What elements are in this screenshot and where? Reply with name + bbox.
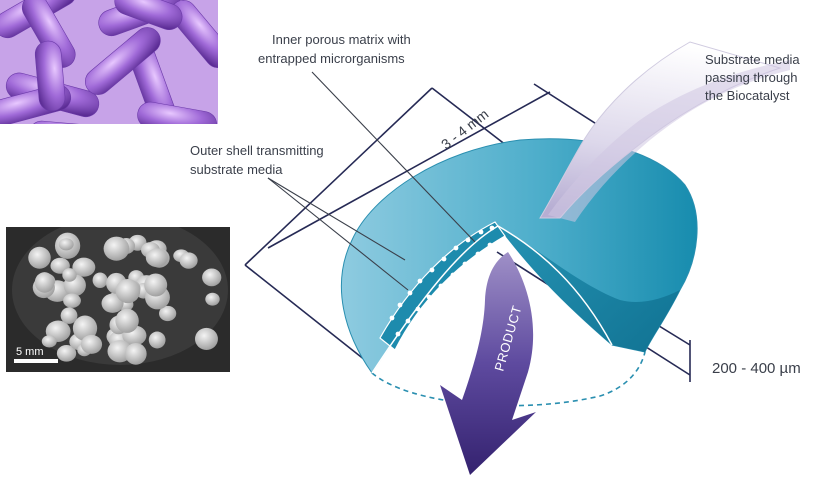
microorganism-dot — [417, 278, 423, 284]
bead — [72, 257, 96, 277]
microorganism-dot — [437, 303, 443, 309]
microorganism-dot — [462, 261, 468, 267]
bead — [41, 335, 57, 348]
bacteria-image — [0, 0, 218, 124]
bacterium-rod — [85, 27, 161, 95]
microorganism-dot — [389, 315, 395, 321]
microorganism-dot — [429, 267, 435, 273]
microorganism-dot — [425, 315, 431, 321]
microorganism-dot — [465, 237, 471, 243]
bacterium-rod — [21, 0, 76, 68]
scale-bar-label: 5 mm — [16, 346, 44, 358]
microorganism-dot — [453, 245, 459, 251]
bacterium-rod — [170, 0, 218, 68]
bead — [159, 305, 177, 322]
thickness-label: 200 - 400 µm — [712, 360, 801, 377]
scale-bar — [14, 359, 58, 363]
bead — [58, 238, 74, 251]
bead — [148, 331, 166, 349]
microorganism-dot — [475, 251, 481, 257]
microorganism-dot — [461, 282, 467, 288]
microorganism-dot — [449, 292, 455, 298]
microorganism-dot — [403, 340, 409, 346]
bead — [115, 279, 141, 304]
microorganism-dot — [397, 302, 403, 308]
bead — [194, 327, 218, 350]
substrate-arrow-body — [548, 60, 790, 222]
inner-matrix-label-1: Inner porous matrix with — [272, 32, 411, 47]
bacterium-rod — [137, 101, 218, 124]
bead — [145, 248, 168, 268]
substrate-label-1: Substrate media — [705, 52, 800, 67]
inner-matrix-label-2: entrapped microrganisms — [258, 51, 405, 66]
microorganism-dot — [414, 327, 420, 333]
microorganism-dot — [486, 261, 492, 267]
product-arrow — [440, 252, 536, 475]
bacterium-rod — [34, 40, 66, 112]
bead — [56, 345, 77, 362]
bacterium-rod — [114, 0, 183, 31]
bead — [28, 246, 51, 269]
microorganism-dot — [407, 290, 413, 296]
microorganism-dot — [426, 294, 432, 300]
leader-lines — [267, 71, 476, 291]
bead — [179, 252, 198, 269]
bead — [72, 315, 98, 341]
shell-rim — [371, 225, 613, 374]
bead-photo: 5 mm — [6, 227, 230, 372]
bead — [103, 236, 130, 261]
bead — [125, 342, 147, 365]
bead — [144, 273, 168, 297]
bead — [202, 268, 222, 287]
bead — [92, 272, 108, 288]
substrate-label-2: passing through — [705, 70, 798, 85]
microorganism-dot — [441, 256, 447, 262]
microorganism-dot — [438, 283, 444, 289]
outer-shell-label-1: Outer shell transmitting — [190, 143, 324, 158]
bacterium-rod — [28, 120, 109, 124]
bead — [60, 307, 78, 324]
microorganism-dot — [450, 272, 456, 278]
outer-shell-label-2: substrate media — [190, 162, 283, 177]
microorganism-dot — [474, 271, 480, 277]
inner-porous-matrix — [379, 221, 506, 351]
bead — [101, 293, 124, 313]
substrate-label-3: the Biocatalyst — [705, 88, 790, 103]
bead — [115, 308, 139, 333]
bead — [63, 293, 81, 308]
bead-outline-dashed — [371, 351, 646, 407]
biocatalyst-bead — [340, 138, 698, 407]
microorganism-dot — [487, 242, 493, 248]
bead — [205, 292, 220, 306]
bead — [80, 334, 103, 354]
bead — [34, 272, 55, 293]
microorganism-dot — [478, 229, 484, 235]
bead — [62, 268, 77, 282]
